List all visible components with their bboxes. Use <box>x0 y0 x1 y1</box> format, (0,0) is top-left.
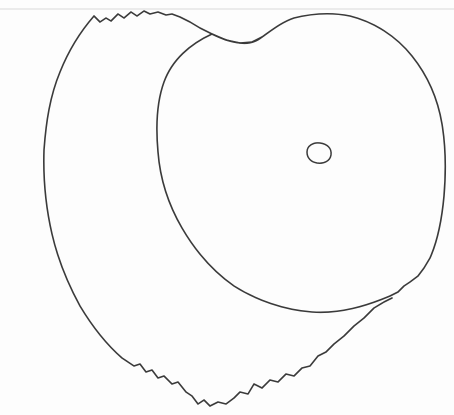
outer-irregular-outline <box>44 11 392 406</box>
inner-rounded-outline <box>157 14 445 312</box>
small-center-ring <box>307 143 331 163</box>
